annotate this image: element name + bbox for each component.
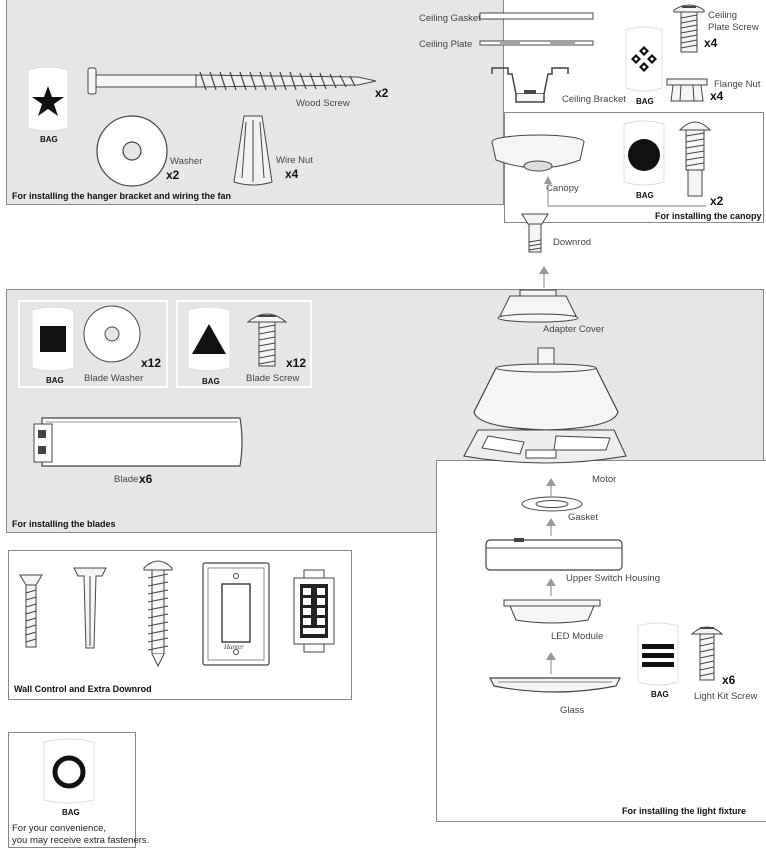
diamond-bag-label: BAG (636, 97, 654, 106)
led-module-icon (503, 599, 601, 624)
star-bag-icon (27, 66, 69, 132)
ceiling-plate-screw-qty: x4 (704, 36, 718, 50)
light-kit-screw-label: Light Kit Screw (694, 691, 758, 702)
canopy-bag-icon (623, 120, 665, 186)
blade-qty: x6 (139, 472, 153, 486)
star-bag-label: BAG (40, 135, 58, 144)
square-icon (40, 326, 66, 352)
blade-screw-label: Blade Screw (246, 373, 300, 384)
motor-arrow (546, 478, 556, 496)
blade-washer-icon (83, 305, 141, 363)
wood-screw-icon (87, 67, 377, 95)
adapter-cover-label: Adapter Cover (543, 324, 605, 335)
wall-screw-icon (143, 560, 173, 668)
ceiling-bracket-icon (491, 67, 569, 103)
canopy-caption: For installing the canopy (655, 211, 762, 221)
star-icon (32, 86, 64, 116)
canopy-label: Canopy (546, 183, 579, 194)
adapter-cover-icon (497, 289, 579, 323)
canopy-arrow (544, 176, 706, 207)
light-kit-screw-qty: x6 (722, 673, 736, 687)
wall-plate-icon (202, 562, 270, 666)
washer-icon (96, 115, 168, 187)
light-bag-icon (637, 622, 679, 686)
blade-washer-bag-label: BAG (46, 376, 64, 385)
extra-note-line2: you may receive extra fasteners. (12, 835, 150, 846)
flange-nut-qty: x4 (710, 89, 724, 103)
light-caption: For installing the light fixture (622, 806, 747, 816)
extra-note-line1: For your convenience, (12, 823, 106, 834)
blade-washer-bag-icon (31, 306, 75, 372)
glass-icon (489, 677, 621, 693)
extra-bag-icon (43, 738, 95, 804)
ceiling-gasket-label: Ceiling Gasket (419, 13, 481, 24)
extra-bag-label: BAG (62, 808, 80, 817)
gasket-label: Gasket (568, 512, 599, 523)
light-kit-screw-icon (690, 626, 724, 681)
short-downrod-screw-icon (19, 574, 43, 648)
gasket-arrow (546, 518, 556, 536)
blades-caption: For installing the blades (12, 519, 116, 529)
circle-icon (628, 139, 660, 171)
washer-label: Washer (170, 156, 203, 167)
wood-screw-label: Wood Screw (296, 98, 350, 109)
downrod-label: Downrod (553, 237, 592, 248)
upper-switch-housing-label: Upper Switch Housing (566, 573, 660, 584)
light-bag-label: BAG (651, 690, 669, 699)
motor-blade-mounts-icon (463, 429, 627, 464)
wire-nut-label: Wire Nut (276, 155, 313, 166)
flange-nut-icon (666, 78, 708, 102)
wire-nut-icon (233, 115, 273, 186)
gasket-icon (521, 496, 583, 512)
blade-washer-qty: x12 (141, 356, 162, 370)
housing-arrow (546, 578, 556, 596)
ring-icon (52, 755, 86, 789)
ceiling-plate-icon (479, 40, 594, 46)
led-arrow (546, 652, 556, 674)
ceiling-bracket-label: Ceiling Bracket (562, 94, 626, 105)
wood-screw-qty: x2 (375, 86, 389, 100)
glass-label: Glass (560, 705, 585, 716)
blade-label: Blade (114, 474, 139, 485)
downrod-arrow (539, 266, 549, 288)
blade-icon (33, 417, 243, 467)
wire-nut-qty: x4 (285, 167, 299, 181)
wall-caption: Wall Control and Extra Downrod (14, 684, 152, 694)
washer-qty: x2 (166, 168, 180, 182)
wall-plate-logo: Hunter (224, 643, 244, 651)
canopy-screw-qty: x2 (710, 194, 724, 208)
blade-screw-qty: x12 (286, 356, 307, 370)
ceiling-plate-screw-label: Ceiling Plate Screw (708, 10, 760, 34)
flange-nut-label: Flange Nut (714, 79, 761, 90)
blade-washer-label: Blade Washer (84, 373, 144, 384)
diamond-bag-icon (625, 26, 663, 92)
wall-anchor-icon (73, 567, 107, 649)
triangle-icon (192, 324, 226, 354)
blade-screw-icon (246, 313, 288, 367)
canopy-icon (491, 134, 585, 172)
three-bars-icon (642, 644, 674, 667)
canopy-bag-label: BAG (636, 191, 654, 200)
wall-control-icon (293, 569, 335, 653)
ceiling-plate-label: Ceiling Plate (419, 39, 473, 50)
ceiling-plate-screw-text: Ceiling Plate Screw (708, 10, 759, 33)
blade-screw-bag-icon (187, 306, 231, 372)
led-module-label: LED Module (551, 631, 604, 642)
blade-screw-bag-label: BAG (202, 377, 220, 386)
ceiling-gasket-icon (479, 12, 594, 20)
downrod-icon (521, 213, 549, 253)
canopy-screw-icon (678, 121, 712, 197)
upper-switch-housing-icon (485, 538, 623, 571)
ceiling-plate-screw-icon (673, 4, 705, 53)
hanger-caption: For installing the hanger bracket and wi… (12, 191, 232, 201)
motor-label: Motor (592, 474, 617, 485)
